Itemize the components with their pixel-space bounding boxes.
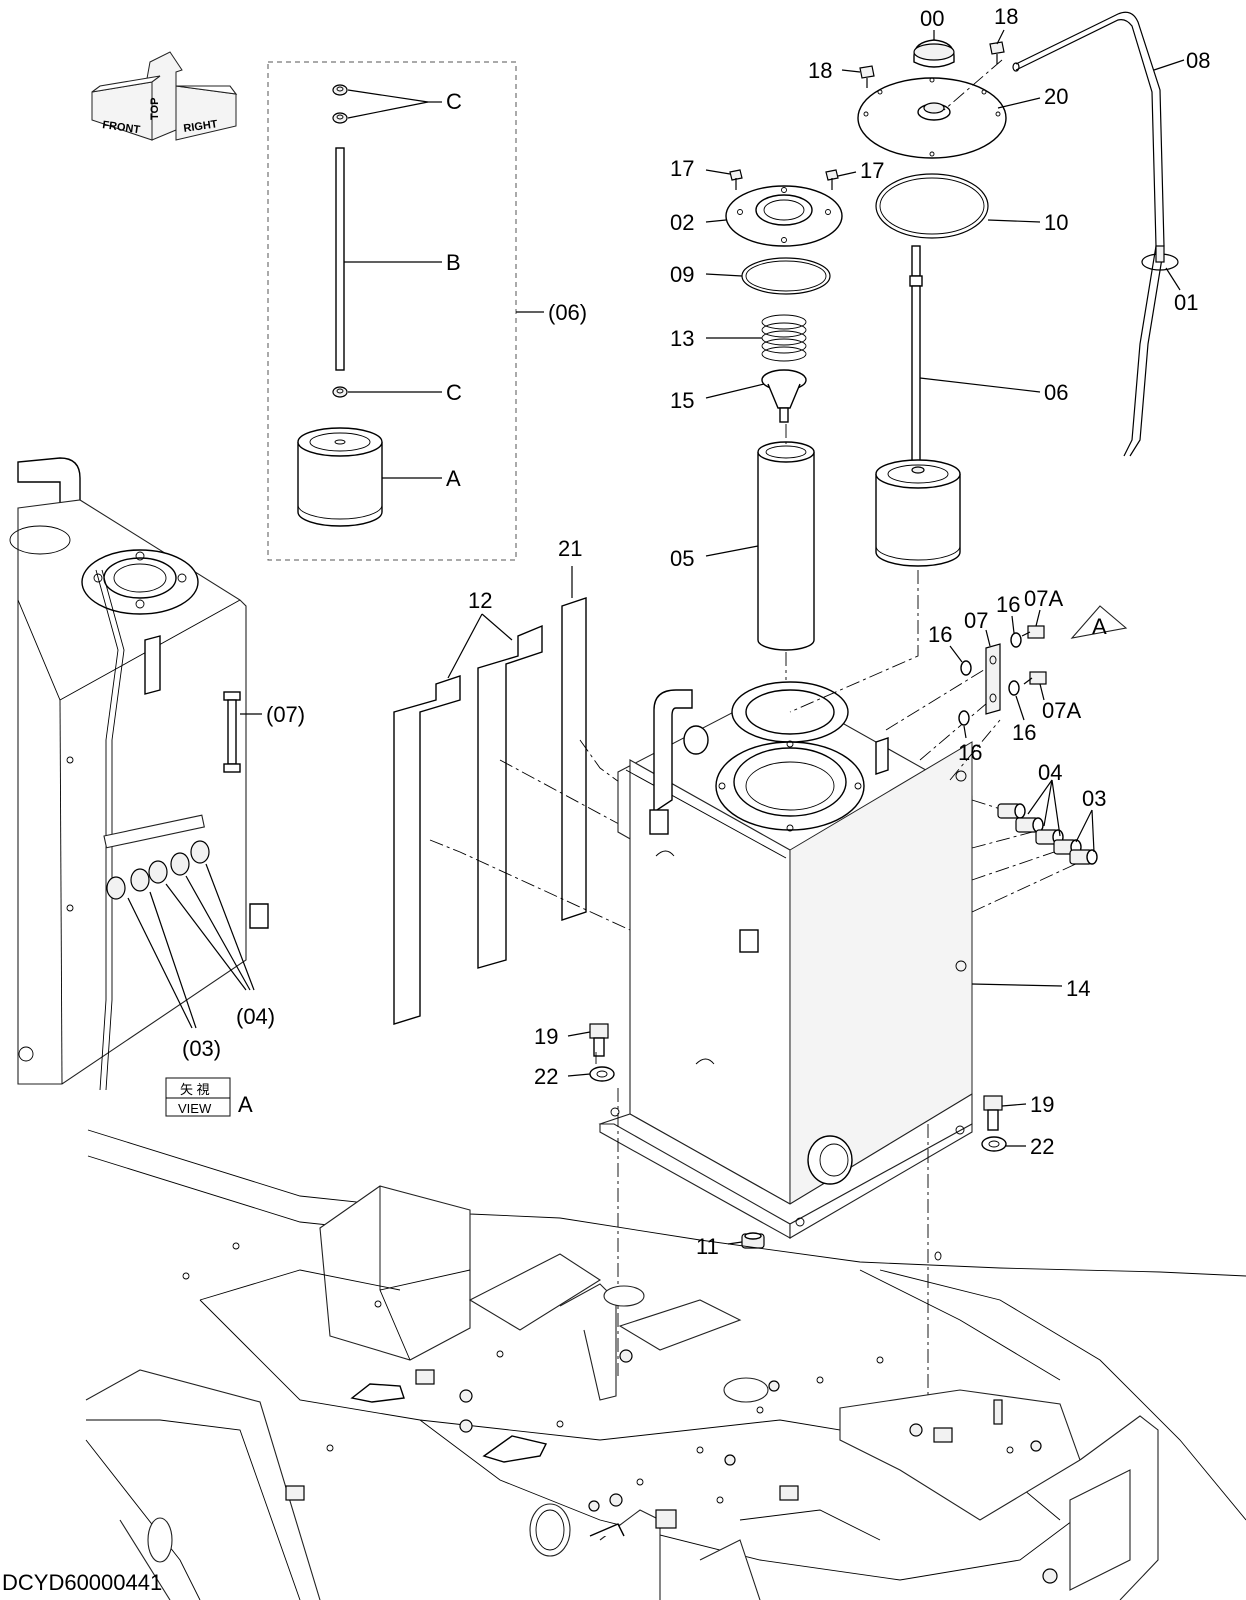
bolt-17-right: [825, 169, 839, 190]
label-15: 15: [670, 388, 694, 413]
kit-label-b: B: [446, 250, 461, 275]
label-07: 07: [964, 608, 988, 633]
label-17-right: 17: [860, 158, 884, 183]
label-13: 13: [670, 326, 694, 351]
label-01: 01: [1174, 290, 1198, 315]
orientation-top-label: TOP: [149, 98, 161, 120]
kit-group-label: (06): [548, 300, 587, 325]
label-02: 02: [670, 210, 694, 235]
oring-10: [875, 173, 989, 239]
label-16-a: 16: [928, 622, 952, 647]
kit-group-box: [267, 61, 517, 561]
kit-nut-top-1: [332, 84, 348, 96]
view-a-box: 矢 視 VIEW A: [165, 1077, 253, 1117]
level-gauge: [985, 643, 1001, 715]
label-19-left: 19: [534, 1024, 558, 1049]
bolt-19-right: [983, 1095, 1003, 1131]
kit-rod: [335, 147, 345, 371]
bolt-19-left: [589, 1023, 609, 1057]
upper-frame: [85, 1129, 1246, 1600]
right-column-parts: 00 18 18 20 10 06: [789, 4, 1068, 713]
label-05: 05: [670, 546, 694, 571]
label-22-right: 22: [1030, 1134, 1054, 1159]
view-box-letter: A: [238, 1092, 253, 1117]
kit-nut-bottom: [332, 386, 348, 398]
view-a-arrow: [1070, 605, 1128, 639]
fitting-04-a: [997, 803, 1026, 819]
level-gauge-parts: 07 16 16 16 16 07A 07A A: [928, 586, 1128, 765]
label-03: 03: [1082, 786, 1106, 811]
view-box-en: VIEW: [178, 1101, 212, 1116]
frame-fasteners: [285, 1349, 1058, 1584]
label-20: 20: [1044, 84, 1068, 109]
left-column-parts: 17 17 02 09 13: [670, 156, 884, 680]
oring-09: [741, 257, 831, 295]
kit-label-c-bottom: C: [446, 380, 462, 405]
bolt-18-left: [859, 65, 875, 88]
cap-00: [913, 39, 955, 68]
label-17-left: 17: [670, 156, 694, 181]
label-08: 08: [1186, 48, 1210, 73]
washer-22-right: [981, 1136, 1007, 1152]
fitting-04-b: [1015, 817, 1044, 833]
valve-15: [761, 369, 807, 423]
label-07a-top: 07A: [1024, 586, 1063, 611]
view-box-jp: 矢 視: [180, 1082, 210, 1097]
view-a-arrow-letter: A: [1092, 614, 1107, 639]
bolt-07a-bottom: [1023, 671, 1047, 685]
drawing-id: DCYD60000441: [2, 1570, 162, 1595]
drain-plug-11: [741, 1232, 765, 1249]
bolt-07a-top: [1021, 625, 1045, 639]
label-04: 04: [1038, 760, 1062, 785]
washer-16-d: [1008, 680, 1020, 696]
spring-13: [761, 314, 807, 362]
label-16-d: 16: [958, 740, 982, 765]
view-label-04: (04): [236, 1004, 275, 1029]
bolt-17-left: [729, 169, 743, 190]
fitting-03-b: [1069, 849, 1098, 865]
label-14: 14: [1066, 976, 1090, 1001]
rod-06: [911, 285, 921, 473]
label-19-right: 19: [1030, 1092, 1054, 1117]
side-view-detail: (07) (04) (03): [9, 457, 305, 1091]
return-filter: [875, 459, 961, 567]
washer-16-b: [958, 710, 970, 726]
washer-16-c: [1010, 632, 1022, 648]
fittings-03-04: 04 03: [997, 760, 1106, 865]
kit-group: C B C A (06): [267, 61, 587, 561]
label-11: 11: [696, 1234, 719, 1259]
label-21: 21: [558, 536, 582, 561]
view-label-03: (03): [182, 1036, 221, 1061]
label-06: 06: [1044, 380, 1068, 405]
orientation-right-label: RIGHT: [183, 118, 219, 135]
washer-16-a: [960, 660, 972, 676]
view-fittings: [103, 814, 210, 900]
label-00: 00: [920, 6, 944, 31]
kit-filter-element: [297, 427, 383, 527]
orientation-marker: FRONT RIGHT TOP: [91, 51, 238, 141]
kit-nut-top-2: [332, 112, 348, 124]
label-12: 12: [468, 588, 492, 613]
strainer-05: [757, 441, 815, 651]
label-09: 09: [670, 262, 694, 287]
kit-label-a: A: [446, 466, 461, 491]
label-16-b: 16: [996, 592, 1020, 617]
label-18-left: 18: [808, 58, 832, 83]
label-07a-bottom: 07A: [1042, 698, 1081, 723]
label-22-left: 22: [534, 1064, 558, 1089]
kit-label-c-top: C: [446, 89, 462, 114]
baffle-plates: 12 21: [393, 536, 631, 1025]
breather-tube: 08 01: [1012, 11, 1210, 457]
view-label-07: (07): [266, 702, 305, 727]
label-16-c: 16: [1012, 720, 1036, 745]
washer-22-left: [589, 1066, 615, 1082]
label-10: 10: [1044, 210, 1068, 235]
hydraulic-tank: 14: [598, 681, 1090, 1239]
label-18-right: 18: [994, 4, 1018, 29]
orientation-front-label: FRONT: [102, 119, 141, 136]
bolt-18-right: [989, 41, 1005, 64]
